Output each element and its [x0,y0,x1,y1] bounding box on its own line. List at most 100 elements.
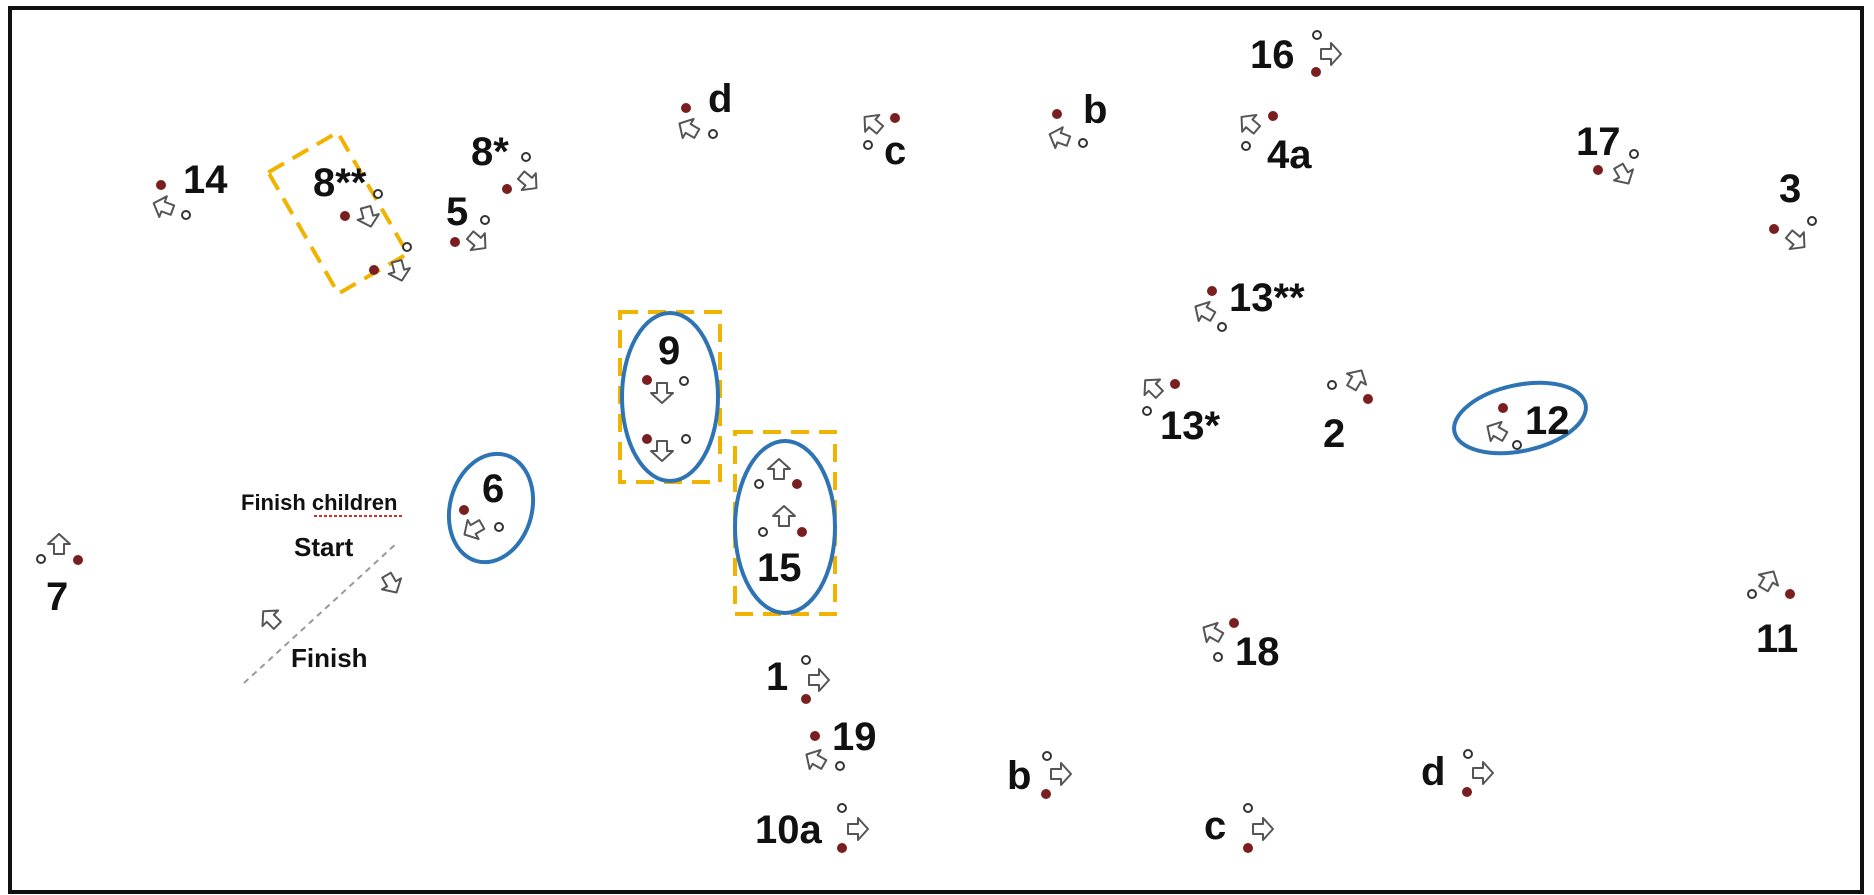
arrow-icon [1196,616,1228,649]
gate-2 [1327,363,1373,404]
letter-label-d-top: d [708,77,732,121]
arrow-icon [148,191,178,222]
pole-outer-dot-icon [801,655,811,665]
gate-17 [1593,149,1640,191]
gate-6 [457,505,504,546]
gate-15-a [754,458,802,489]
pole-inner-dot-icon [837,843,847,853]
group-ring-12 [1452,380,1588,456]
gate-14 [148,180,191,222]
pole-inner-dot-icon [459,505,469,515]
gate-13-double-star [1188,286,1227,332]
arrow-icon [513,165,545,198]
pole-inner-dot-icon [890,113,900,123]
gate-16 [1311,30,1342,77]
control-label-8-star: 8* [471,130,509,174]
gate-10a [837,803,869,853]
arrow-icon [650,382,674,404]
gate-15-b [758,505,807,537]
pole-outer-dot-icon [679,376,689,386]
pole-outer-dot-icon [708,129,718,139]
arrow-icon [1480,415,1512,448]
arrow-icon [1781,224,1813,257]
arrow-icon [767,458,791,480]
pole-outer-dot-icon [402,242,412,252]
pole-inner-dot-icon [340,211,350,221]
gate-4a [1233,107,1278,151]
arrow-icon [672,112,704,145]
arrow-icon [1252,817,1274,841]
control-label-3: 3 [1779,167,1801,211]
pole-inner-dot-icon [1170,379,1180,389]
pole-outer-dot-icon [1042,751,1052,761]
letter-label-d-bottom: d [1421,750,1445,794]
pole-outer-dot-icon [1078,138,1088,148]
gate-legend-finish [254,602,287,635]
control-label-13-double-star: 13** [1229,276,1305,320]
arrow-icon [354,203,383,231]
pole-inner-dot-icon [1243,843,1253,853]
pole-inner-dot-icon [1462,787,1472,797]
gate-c-bottom [1243,803,1274,853]
gate-8-double-star-b [369,242,414,285]
arrow-icon [457,513,489,546]
legend-finish: Finish [291,643,368,673]
group-ring-9 [620,311,720,483]
control-label-19: 19 [832,715,877,759]
pole-outer-dot-icon [1807,216,1817,226]
arrow-icon [650,440,674,462]
arrow-icon [847,817,869,841]
legend-start: Start [294,532,354,562]
control-label-7: 7 [46,575,68,619]
arrow-icon [1607,159,1640,191]
gate-legend-start [375,568,408,600]
legend-finish-children: Finish children [241,490,397,515]
pole-outer-dot-icon [758,527,768,537]
pole-inner-dot-icon [681,103,691,113]
arrow-icon [375,568,408,600]
letter-label-b-top: b [1083,88,1107,132]
control-label-15: 15 [757,546,802,590]
gate-11 [1747,564,1795,599]
pole-inner-dot-icon [1207,286,1217,296]
letter-label-c-bottom: c [1204,804,1226,848]
arrow-icon [1050,762,1072,786]
arrow-icon [808,668,830,692]
gate-8-star [502,152,545,198]
arrow-icon [1044,122,1074,153]
pole-outer-dot-icon [1463,749,1473,759]
pole-outer-dot-icon [1213,652,1223,662]
pole-inner-dot-icon [1268,111,1278,121]
control-label-13-star: 13* [1160,404,1220,448]
control-label-16: 16 [1250,33,1295,77]
control-label-11: 11 [1756,617,1798,661]
pole-inner-dot-icon [642,434,652,444]
control-label-6: 6 [482,467,504,511]
gate-9-b [642,434,691,462]
arrow-icon [254,602,287,635]
pole-outer-dot-icon [1747,589,1757,599]
gate-3 [1769,216,1817,257]
letter-label-b-bottom: b [1007,754,1031,798]
pole-outer-dot-icon [1241,141,1251,151]
pole-inner-dot-icon [450,237,460,247]
control-label-14: 14 [183,158,228,202]
arrow-icon [1233,107,1265,140]
pole-inner-dot-icon [797,527,807,537]
pole-outer-dot-icon [1327,380,1337,390]
control-label-8-double-star: 8** [313,161,367,205]
pole-inner-dot-icon [369,265,379,275]
pole-outer-dot-icon [681,434,691,444]
pole-inner-dot-icon [156,180,166,190]
pole-inner-dot-icon [1785,589,1795,599]
arrow-icon [1188,295,1220,328]
pole-inner-dot-icon [1593,165,1603,175]
pole-inner-dot-icon [1052,109,1062,119]
arrow-icon [1340,363,1373,395]
letter-label-c-top: c [884,129,906,173]
arrow-icon [772,505,796,527]
pole-inner-dot-icon [810,731,820,741]
gate-d-top [672,103,718,145]
gate-7 [36,533,83,565]
pole-outer-dot-icon [521,152,531,162]
